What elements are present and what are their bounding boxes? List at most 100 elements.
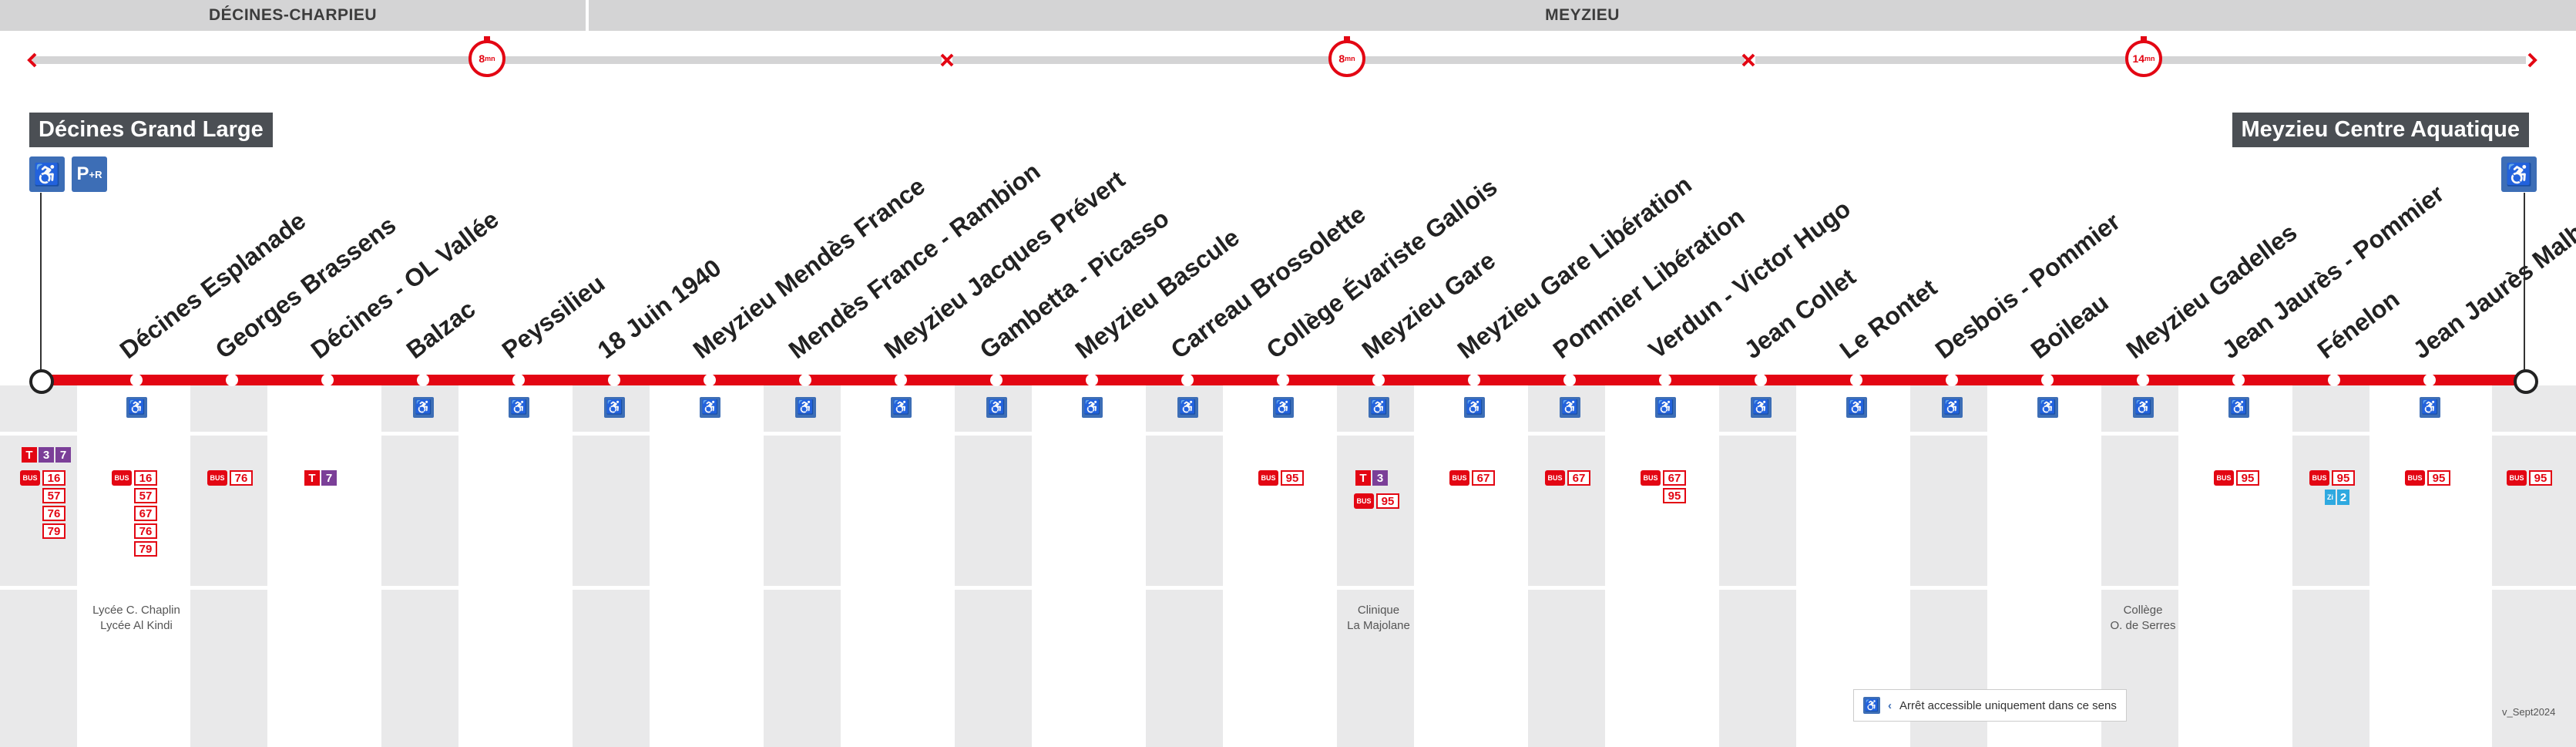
wheelchair-icon: ♿	[1942, 397, 1963, 418]
terminus-end-node	[2514, 369, 2538, 394]
station-node[interactable]	[1372, 374, 1385, 386]
station-name[interactable]: Peyssilieu	[496, 269, 610, 365]
station-node[interactable]	[1086, 374, 1098, 386]
station-node[interactable]	[2423, 374, 2436, 386]
bus-line-badge[interactable]: 95	[1281, 470, 1304, 486]
terminus-start-leader	[40, 193, 42, 382]
station-node[interactable]	[2137, 374, 2149, 386]
tram-icon: T	[304, 470, 320, 486]
bus-icon: BUS	[1641, 470, 1661, 486]
station-node[interactable]	[2232, 374, 2245, 386]
terminus-start-label: Décines Grand Large	[29, 113, 273, 147]
wheelchair-icon: ♿	[2501, 156, 2537, 192]
column-stripe	[764, 385, 841, 747]
column-stripe	[955, 385, 1032, 747]
wheelchair-icon: ♿	[1655, 397, 1676, 418]
bus-line-badge[interactable]: 95	[2529, 470, 2552, 486]
bus-line-badge[interactable]: 57	[42, 488, 65, 503]
timer-value: 14	[2132, 52, 2145, 65]
row-divider	[0, 586, 2576, 590]
column-stripe	[1719, 385, 1796, 747]
bus-line-badge[interactable]: 76	[42, 506, 65, 521]
station-name[interactable]: Fénelon	[2312, 284, 2405, 365]
station-node[interactable]	[608, 374, 620, 386]
wheelchair-icon: ♿	[1369, 397, 1389, 418]
station-node[interactable]	[1181, 374, 1194, 386]
bus-line-badge[interactable]: 67	[134, 506, 157, 521]
tram-icon: T	[1355, 470, 1371, 486]
wheelchair-icon: ♿	[1082, 397, 1103, 418]
station-node[interactable]	[512, 374, 525, 386]
timer-unit: mn	[1345, 55, 1355, 62]
cross-icon	[1741, 53, 1755, 67]
wheelchair-icon: ♿	[2133, 397, 2154, 418]
column-stripe-terminus-end	[2492, 385, 2576, 747]
station-node[interactable]	[990, 374, 1003, 386]
wheelchair-icon: ♿	[1846, 397, 1867, 418]
wheelchair-icon: ♿	[2420, 397, 2440, 418]
bus-line-badge[interactable]: 16	[134, 470, 157, 486]
bus-line-badge[interactable]: 76	[134, 523, 157, 539]
column-stripe-terminus-start	[0, 385, 77, 747]
bus-line-badge[interactable]: 79	[42, 523, 65, 539]
station-node[interactable]	[226, 374, 238, 386]
wheelchair-icon: ♿	[1751, 397, 1772, 418]
bus-line-badge[interactable]: 95	[1376, 493, 1399, 509]
zi-line-badge[interactable]: 2	[2337, 490, 2349, 505]
station-node[interactable]	[1850, 374, 1862, 386]
nearby-poi-note: Clinique La Majolane	[1347, 604, 1410, 632]
bus-icon: BUS	[2507, 470, 2527, 486]
timer-unit: mn	[2144, 55, 2155, 62]
station-node[interactable]	[1468, 374, 1480, 386]
column-stripe	[2292, 385, 2369, 747]
park-and-ride-icon: P+R	[72, 156, 107, 192]
wheelchair-icon: ♿	[891, 397, 912, 418]
bus-line-badge[interactable]: 67	[1663, 470, 1686, 486]
nearby-poi-note: Lycée C. Chaplin Lycée Al Kindi	[92, 604, 180, 632]
bus-line-badge[interactable]: 16	[42, 470, 65, 486]
bus-line-badge[interactable]: 79	[134, 541, 157, 557]
bus-line-badge[interactable]: 95	[2236, 470, 2259, 486]
station-node[interactable]	[2041, 374, 2054, 386]
station-node[interactable]	[1277, 374, 1289, 386]
station-node[interactable]	[895, 374, 907, 386]
tram-line-badge[interactable]: 3	[1372, 470, 1388, 486]
station-node[interactable]	[799, 374, 811, 386]
station-node[interactable]	[321, 374, 334, 386]
station-name[interactable]: Balzac	[401, 294, 481, 365]
station-node[interactable]	[1755, 374, 1767, 386]
bus-line-badge[interactable]: 57	[134, 488, 157, 503]
station-node[interactable]	[1563, 374, 1576, 386]
bus-line-badge[interactable]: 76	[230, 470, 253, 486]
bus-line-badge[interactable]: 67	[1567, 470, 1590, 486]
bus-line-badge[interactable]: 95	[1663, 488, 1686, 503]
tram-line-badge[interactable]: 7	[55, 447, 71, 463]
tram-line-badge[interactable]: 3	[39, 447, 54, 463]
bus-line-badge[interactable]: 67	[1472, 470, 1495, 486]
timer-value: 8	[1338, 52, 1345, 65]
wheelchair-icon: ♿	[1177, 397, 1198, 418]
station-node[interactable]	[417, 374, 429, 386]
wheelchair-icon: ♿	[1560, 397, 1580, 418]
station-node[interactable]	[1659, 374, 1671, 386]
bus-line-badge[interactable]: 95	[2427, 470, 2450, 486]
bus-icon: BUS	[2405, 470, 2425, 486]
station-node[interactable]	[704, 374, 716, 386]
column-stripe	[1910, 385, 1987, 747]
bus-icon: BUS	[20, 470, 40, 486]
bus-line-badge[interactable]: 95	[2332, 470, 2355, 486]
wheelchair-icon: ♿	[29, 156, 65, 192]
chevron-right-icon	[2527, 52, 2537, 68]
edition-label: v_Sept2024	[2502, 706, 2556, 718]
station-name[interactable]: Boileau	[2025, 288, 2114, 365]
station-name[interactable]: Meyzieu Gadelles	[2121, 217, 2302, 365]
station-name[interactable]: Meyzieu Bascule	[1070, 223, 1244, 365]
station-node[interactable]	[1946, 374, 1958, 386]
column-stripe	[1146, 385, 1223, 747]
station-node[interactable]	[2328, 374, 2340, 386]
bus-icon: BUS	[112, 470, 132, 486]
station-node[interactable]	[130, 374, 143, 386]
tram-line-badge[interactable]: 7	[321, 470, 337, 486]
